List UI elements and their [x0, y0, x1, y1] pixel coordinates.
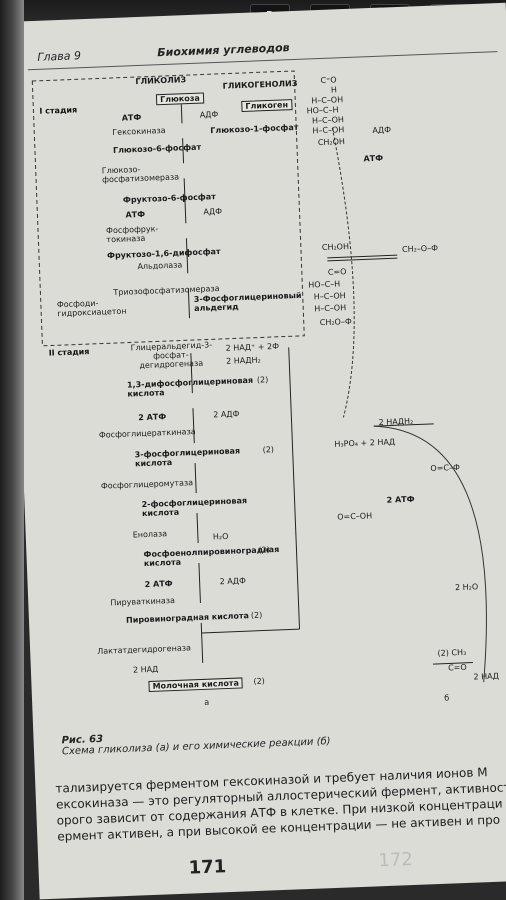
chem-line: H–C–OH: [311, 95, 344, 106]
page-number: 171: [188, 856, 227, 879]
dhap-label: Фосфоди-гидроксиацетон: [56, 298, 127, 319]
atp-label-2: АТФ: [125, 209, 146, 220]
chem-line: H–C–OH: [312, 125, 345, 136]
chem-line: 2 НАДН₂: [378, 416, 414, 427]
chem-line: АДФ: [372, 125, 392, 136]
chem-line: H–C–OH: [314, 303, 347, 314]
adp-label-2: АДФ: [203, 206, 223, 217]
gpi-label: Глюкозо-фосфатизомераза: [101, 164, 180, 185]
nadh-out-label: 2 НАДН₂: [226, 355, 261, 366]
atp2-label-b: 2 АТФ: [144, 579, 173, 590]
atp-label: АТФ: [121, 112, 142, 123]
adp-label: АДФ: [199, 109, 219, 120]
lactate-count: (2): [253, 676, 266, 686]
chem-line: 2 НАД: [473, 671, 500, 682]
chem-line: (2) CH₃: [437, 647, 467, 658]
chem-line: CH₂OH: [317, 137, 346, 148]
nad2-label: 2 НАД: [132, 664, 159, 675]
glucose-box: Глюкоза: [155, 92, 204, 106]
panel-b-label: б: [444, 693, 450, 703]
panel-a-label: а: [204, 697, 210, 707]
stage-two-label: II стадия: [48, 347, 90, 358]
pg3-count: (2): [262, 445, 275, 455]
chem-line: C=O: [447, 662, 467, 673]
chem-line: 2 АТФ: [386, 494, 415, 505]
aldolase-label: Альдолаза: [137, 260, 183, 272]
chem-line: O=C–Ф: [430, 462, 461, 474]
enolase-label: Енолаза: [132, 529, 168, 540]
stage-one-label: I стадия: [39, 105, 78, 116]
chem-line: H: [330, 85, 338, 95]
bpg-count: (2): [256, 375, 269, 385]
chem-line: CH₂O–Ф: [319, 316, 352, 328]
adp2-label: 2 АДФ: [213, 409, 240, 420]
atp2-label: 2 АТФ: [138, 412, 167, 423]
glycolysis-figure: ГЛИКОЛИЗ ГЛИКОГЕНОЛИЗ I стадия Глюкоза Г…: [30, 61, 506, 719]
gapdh-label: Глицеральдегид-3-фосфат-дегидрогеназа: [130, 340, 213, 371]
h2o-label: H₂O: [212, 531, 229, 542]
book-page: Глава 9 Биохимия углеводов ГЛИКОЛИЗ: [6, 2, 506, 900]
pep-count: (2): [258, 545, 270, 555]
chem-line: HO–C–H: [308, 279, 341, 290]
pyruvate-count: (2): [250, 610, 263, 621]
chem-line: CH₂OH: [321, 242, 350, 253]
chapter-title: Биохимия углеводов: [157, 41, 290, 60]
chem-line: АТФ: [363, 153, 384, 164]
chem-line: CH₂–O–Ф: [401, 243, 439, 254]
bleed-through-page-number: 172: [378, 849, 414, 872]
chem-line: C⁼O: [320, 75, 337, 85]
chem-line: H–C–OH: [311, 115, 345, 126]
glycogen-box: Гликоген: [241, 99, 293, 113]
figure-lines: [31, 70, 487, 683]
chem-line: HO–C–H: [306, 105, 339, 116]
chem-line: C=O: [327, 267, 347, 277]
page-edge-shadow: [0, 0, 24, 900]
chapter-label: Глава 9: [37, 49, 82, 64]
figure-caption: Рис. 63 Схема гликолиза (а) и его химиче…: [61, 725, 330, 758]
chem-line: H–C–OH: [313, 291, 346, 302]
pfk-label: Фосфофрук-токиназа: [105, 224, 159, 245]
chem-line: O=C–OH: [337, 511, 373, 522]
adp2-label-b: 2 АДФ: [219, 576, 247, 587]
chem-line: 2 H₂O: [454, 582, 479, 593]
body-paragraph: тализируется ферментом гексокиназой и тр…: [55, 761, 506, 844]
